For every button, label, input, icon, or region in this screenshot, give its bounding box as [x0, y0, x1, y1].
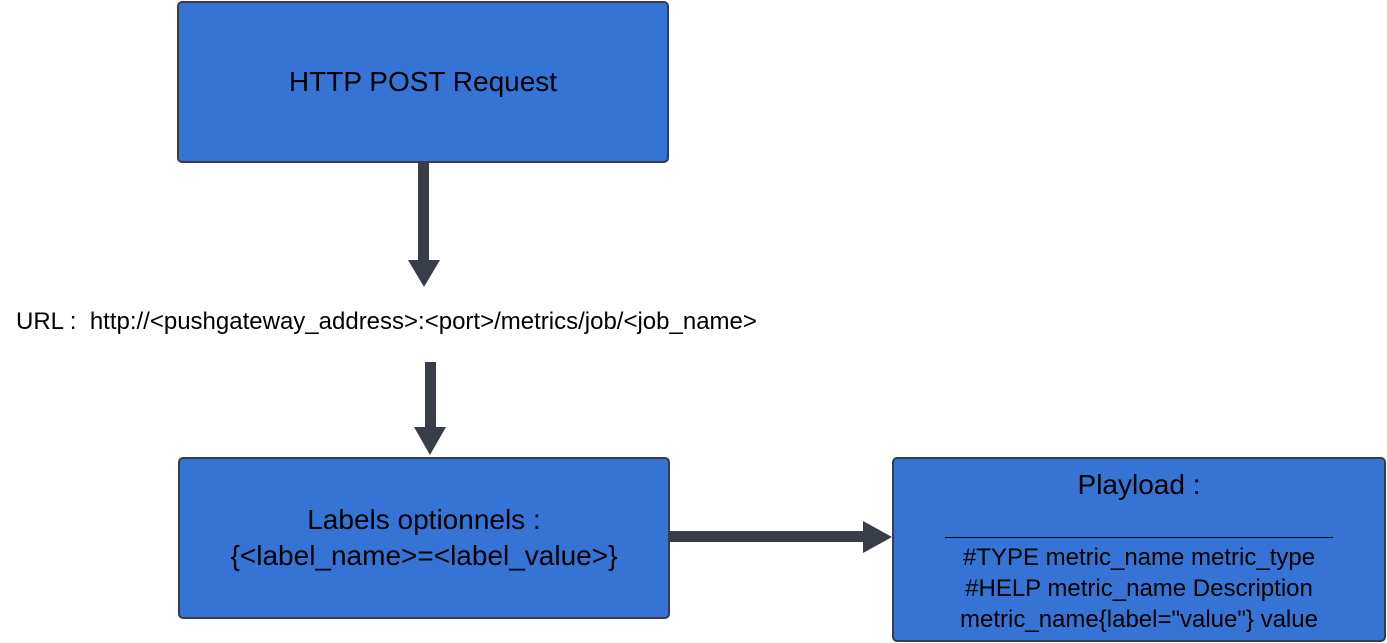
- arrow-url-to-labels-shaft: [425, 362, 436, 430]
- url-value: http://<pushgateway_address>:<port>/metr…: [89, 308, 757, 335]
- payload-line-help: #HELP metric_name Description: [965, 575, 1313, 602]
- payload-title: Playload :: [1077, 469, 1201, 500]
- arrow-labels-to-payload-shaft: [670, 531, 866, 542]
- payload-divider: [945, 537, 1333, 538]
- url-line: URL : http://<pushgateway_address>:<port…: [16, 307, 757, 337]
- url-prefix: URL :: [16, 308, 77, 335]
- arrow-url-to-labels-head: [414, 427, 446, 455]
- payload-line-metric: metric_name{label="value"} value: [960, 606, 1318, 633]
- arrow-http-to-url-shaft: [418, 163, 429, 263]
- http-post-request-box: HTTP POST Request: [177, 1, 669, 163]
- optional-labels-format: {<label_name>=<label_value>}: [230, 540, 618, 571]
- optional-labels-title: Labels optionnels :: [307, 504, 541, 535]
- arrow-http-to-url-head: [408, 260, 440, 287]
- optional-labels-box: Labels optionnels : {<label_name>=<label…: [178, 457, 670, 619]
- arrow-labels-to-payload-head: [863, 521, 892, 553]
- payload-line-type: #TYPE metric_name metric_type: [962, 544, 1316, 571]
- payload-box: Playload : #TYPE metric_name metric_type…: [892, 457, 1386, 642]
- http-post-request-label: HTTP POST Request: [288, 66, 558, 97]
